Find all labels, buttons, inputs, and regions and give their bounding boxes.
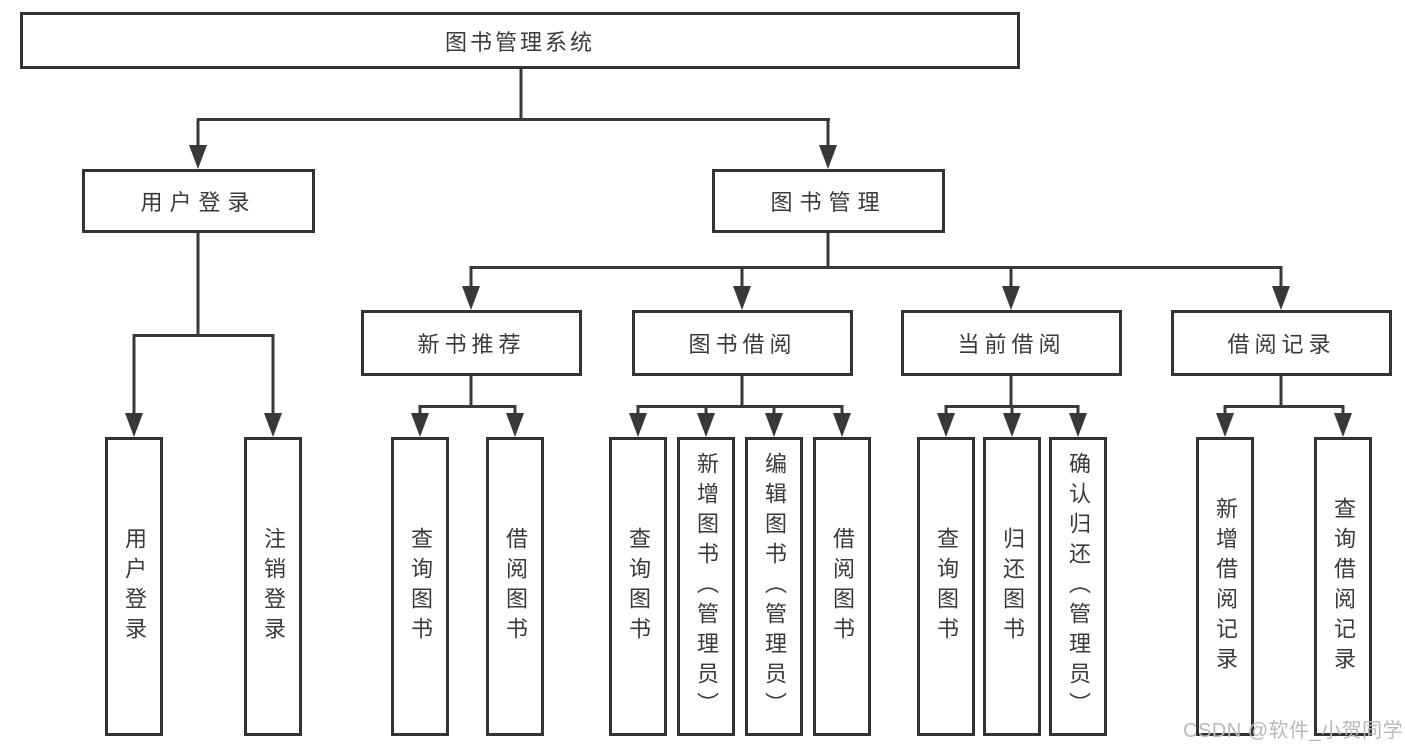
leaf-user-login: 用户登录 xyxy=(105,437,163,736)
leaf-label: 查询借阅记录 xyxy=(1331,496,1356,677)
node-label: 图书管理 xyxy=(770,190,887,215)
node-label: 图书借阅 xyxy=(688,332,797,357)
leaf-label: 查询图书 xyxy=(408,526,433,647)
leaf-query-borrow-record: 查询借阅记录 xyxy=(1314,437,1372,736)
node-label: 借阅记录 xyxy=(1227,332,1336,357)
leaf-label: 用户登录 xyxy=(122,526,147,647)
leaf-label: 确认归还（管理员） xyxy=(1066,451,1091,722)
node-label: 用户登录 xyxy=(140,190,257,215)
leaf-borrow-books-recommend: 借阅图书 xyxy=(486,437,544,736)
leaf-add-borrow-record: 新增借阅记录 xyxy=(1196,437,1254,736)
leaf-confirm-return-admin: 确认归还（管理员） xyxy=(1049,437,1107,736)
csdn-watermark: CSDN @软件_小贺同学 xyxy=(1183,720,1404,742)
leaf-label: 归还图书 xyxy=(1000,526,1025,647)
leaf-return-books: 归还图书 xyxy=(983,437,1041,736)
leaf-label: 借阅图书 xyxy=(503,526,528,647)
leaf-label: 查询图书 xyxy=(626,526,651,647)
node-library-system: 图书管理系统 xyxy=(20,12,1020,69)
leaf-label: 借阅图书 xyxy=(830,526,855,647)
leaf-label: 新增借阅记录 xyxy=(1213,496,1238,677)
leaf-label: 编辑图书（管理员） xyxy=(762,451,787,722)
leaf-query-books-current: 查询图书 xyxy=(917,437,975,736)
node-book-management: 图书管理 xyxy=(712,169,945,233)
node-new-book-recommend: 新书推荐 xyxy=(361,310,582,376)
leaf-add-books-admin: 新增图书（管理员） xyxy=(677,437,735,736)
node-label: 当前借阅 xyxy=(957,332,1066,357)
node-label: 新书推荐 xyxy=(417,332,526,357)
leaf-borrow-books: 借阅图书 xyxy=(813,437,871,736)
leaf-label: 新增图书（管理员） xyxy=(694,451,719,722)
node-user-login: 用户登录 xyxy=(82,169,315,233)
node-borrow-records: 借阅记录 xyxy=(1171,310,1392,376)
node-current-borrow: 当前借阅 xyxy=(901,310,1122,376)
node-label: 图书管理系统 xyxy=(444,29,595,55)
node-book-borrow: 图书借阅 xyxy=(632,310,853,376)
leaf-logout: 注销登录 xyxy=(244,437,302,736)
leaf-query-books-borrow: 查询图书 xyxy=(609,437,667,736)
leaf-edit-books-admin: 编辑图书（管理员） xyxy=(745,437,803,736)
leaf-label: 查询图书 xyxy=(934,526,959,647)
leaf-label: 注销登录 xyxy=(261,526,286,647)
leaf-query-books-recommend: 查询图书 xyxy=(391,437,449,736)
